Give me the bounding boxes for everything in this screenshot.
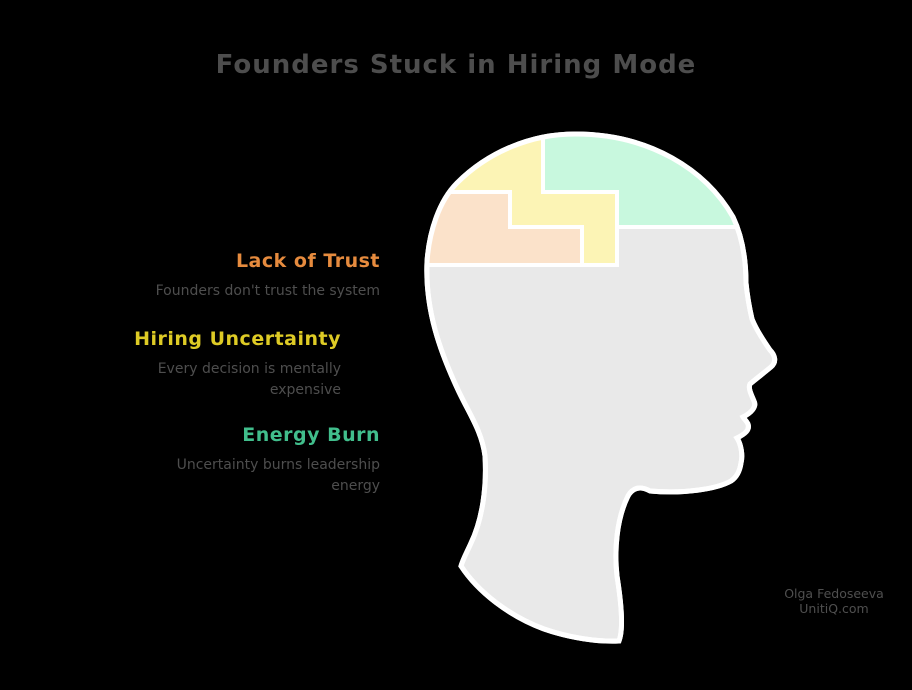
page-title: Founders Stuck in Hiring Mode [215,50,697,80]
section-desc-lack-of-trust: Founders don't trust the system [156,281,380,302]
section-label-energy-burn: Energy Burn [242,424,380,446]
section-label-hiring-uncertainty: Hiring Uncertainty [134,328,341,350]
attribution-site: UnitiQ.com [799,601,869,616]
section-desc-energy-burn: Uncertainty burns leadership energy [177,455,380,497]
desc-line: Uncertainty burns leadership [176,457,380,473]
desc-line: Founders don't trust the system [155,283,380,299]
section-label-lack-of-trust: Lack of Trust [235,250,380,272]
attribution: Olga Fedoseeva UnitiQ.com [768,586,900,616]
attribution-author: Olga Fedoseeva [784,586,884,601]
desc-line: Every decision is mentally [157,361,341,377]
desc-line: expensive [269,382,341,398]
section-energy-burn: Energy Burn Uncertainty burns leadership… [177,424,380,497]
desc-line: energy [331,478,380,494]
section-desc-hiring-uncertainty: Every decision is mentally expensive [134,359,341,401]
head-outline-rim [424,131,778,644]
section-lack-of-trust: Lack of Trust Founders don't trust the s… [156,250,380,302]
section-hiring-uncertainty: Hiring Uncertainty Every decision is men… [134,328,341,401]
